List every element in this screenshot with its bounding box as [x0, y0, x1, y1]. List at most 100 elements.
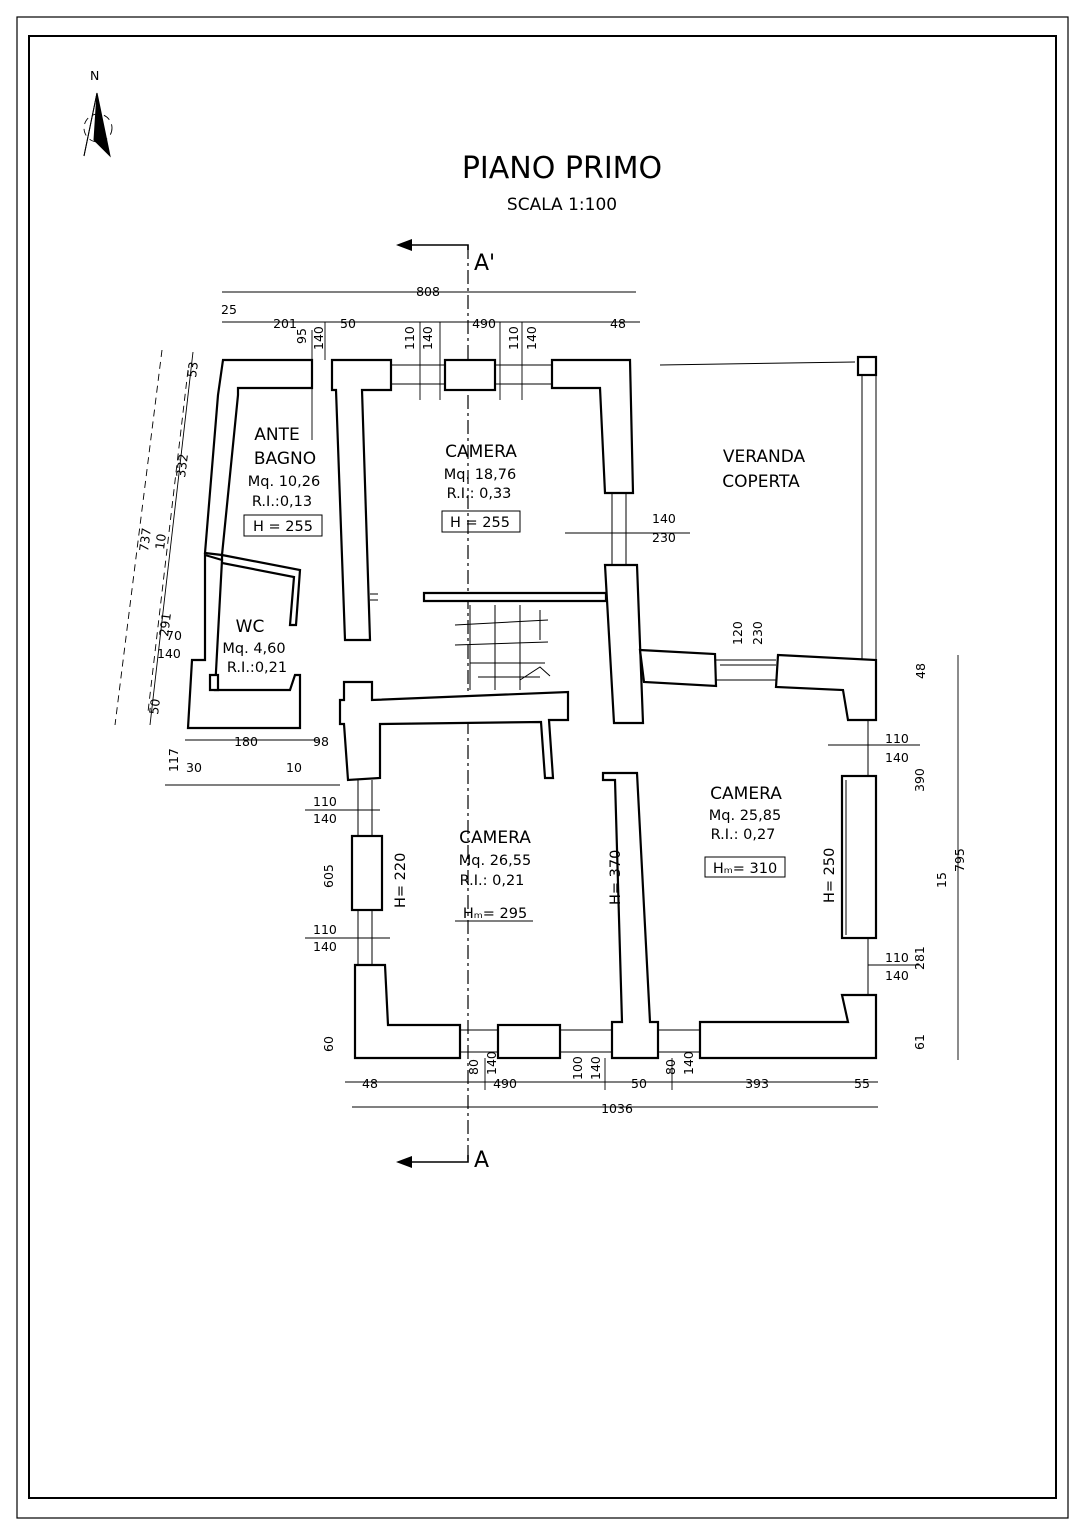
room-camera-bottom-left: CAMERA Mq. 26,55 R.I.: 0,21 Hₘ= 295	[455, 828, 533, 922]
height-box	[704, 856, 786, 878]
dim-text: 48	[610, 316, 626, 331]
room-name: VERANDA	[723, 447, 806, 467]
room-height: Hₘ= 295	[463, 906, 527, 922]
wall-height-label: H= 370	[608, 850, 624, 905]
room-veranda: VERANDA COPERTA	[722, 447, 805, 492]
dim-text: 110	[402, 326, 417, 350]
room-name: WC	[236, 617, 265, 637]
room-name: ANTE	[254, 425, 299, 445]
dim-text: 490	[493, 1076, 517, 1091]
dim-text: 110	[885, 950, 909, 965]
dim-text: 61	[912, 1034, 927, 1050]
dim-text: 140	[420, 326, 435, 350]
dim-text: 737	[136, 527, 154, 553]
dim-text: 393	[745, 1076, 769, 1091]
openings	[357, 361, 877, 1053]
room-ri: R.I.:0,13	[252, 494, 312, 510]
room-ri: R.I.: 0,27	[711, 827, 776, 843]
drawing-scale: SCALA 1:100	[507, 195, 617, 215]
dim-text: 120	[730, 621, 745, 645]
room-name: CAMERA	[445, 442, 517, 462]
dim-text: 230	[750, 621, 765, 645]
room-height: H = 255	[450, 515, 510, 531]
dim-text: 70	[166, 628, 182, 643]
dim-text: 808	[416, 284, 440, 299]
dim-text: 55	[854, 1076, 870, 1091]
walls	[186, 355, 878, 1060]
dim-text: 50	[340, 316, 356, 331]
dim-text: 100	[570, 1056, 585, 1080]
room-ri: R.I.:0,21	[227, 660, 287, 676]
dim-text: 140	[157, 646, 181, 661]
room-area: Mq. 26,55	[459, 853, 531, 869]
dim-text: 60	[321, 1036, 336, 1052]
outer-frame	[16, 16, 1069, 1519]
drawing-title: PIANO PRIMO	[462, 151, 662, 186]
dim-text: 50	[631, 1076, 647, 1091]
height-box	[243, 514, 323, 537]
dim-text: 281	[912, 946, 927, 970]
dim-text: 605	[321, 864, 336, 888]
dim-text: 140	[311, 326, 326, 350]
dim-text: 230	[652, 530, 676, 545]
dim-text: 80	[663, 1059, 678, 1075]
dim-text: 110	[313, 922, 337, 937]
dim-text: 30	[186, 760, 202, 775]
stairs	[454, 605, 551, 690]
dim-text: 140	[313, 811, 337, 826]
room-camera-bottom-right: CAMERA Mq. 25,85 R.I.: 0,27 Hₘ= 310	[704, 784, 786, 878]
dim-text: 98	[313, 734, 329, 749]
dim-text: 140	[681, 1051, 696, 1075]
dim-text: 15	[934, 872, 949, 888]
dim-text: 140	[588, 1056, 603, 1080]
room-area: Mq. 10,26	[248, 474, 320, 490]
dim-text: 1036	[601, 1101, 633, 1116]
inner-frame	[28, 35, 1057, 1499]
dimension-texts: 808 25 201 50 490 48 95 140 110 140 110 …	[136, 284, 967, 1116]
dim-text: 332	[173, 453, 191, 479]
dim-text: 50	[146, 698, 163, 716]
room-name: CAMERA	[459, 828, 531, 848]
dim-text: 140	[652, 511, 676, 526]
room-ante-bagno: ANTE BAGNO Mq. 10,26 R.I.:0,13 H = 255	[243, 425, 323, 537]
dim-text: 80	[466, 1059, 481, 1075]
dim-text: 201	[273, 316, 297, 331]
room-name: CAMERA	[710, 784, 782, 804]
height-box	[441, 510, 521, 533]
dim-text: 48	[362, 1076, 378, 1091]
north-arrow-icon: N	[83, 68, 113, 158]
dim-text: 53	[184, 361, 201, 379]
dim-text: 140	[524, 326, 539, 350]
room-height: Hₘ= 310	[713, 861, 777, 877]
wall-height-label: H= 220	[393, 853, 409, 908]
room-name: COPERTA	[722, 472, 800, 492]
north-label: N	[90, 68, 99, 83]
dim-text: 110	[885, 731, 909, 746]
section-label-top: A'	[474, 251, 495, 276]
dim-text: 140	[313, 939, 337, 954]
dim-text: 795	[952, 848, 967, 872]
dim-text: 291	[156, 612, 174, 638]
dim-text: 25	[221, 302, 237, 317]
dim-text: 110	[313, 794, 337, 809]
dim-text: 390	[912, 768, 927, 792]
dim-text: 140	[484, 1051, 499, 1075]
room-ri: R.I.: 0,33	[447, 486, 512, 502]
room-height: H = 255	[253, 519, 313, 535]
wall-height-label: H= 250	[822, 848, 838, 903]
room-camera-top: CAMERA Mq. 18,76 R.I.: 0,33 H = 255	[441, 442, 521, 533]
room-ri: R.I.: 0,21	[460, 873, 525, 889]
room-area: Mq. 18,76	[444, 467, 516, 483]
dim-text: 180	[234, 734, 258, 749]
dim-text: 48	[913, 663, 928, 679]
room-area: Mq. 4,60	[222, 641, 285, 657]
dim-text: 10	[286, 760, 302, 775]
dim-text: 117	[166, 748, 181, 772]
dim-text: 10	[152, 533, 169, 551]
dim-text: 95	[294, 328, 309, 344]
room-name: BAGNO	[254, 449, 316, 469]
dim-text: 140	[885, 968, 909, 983]
section-label-bottom: A	[474, 1148, 489, 1173]
dimension-lines	[114, 291, 959, 1108]
